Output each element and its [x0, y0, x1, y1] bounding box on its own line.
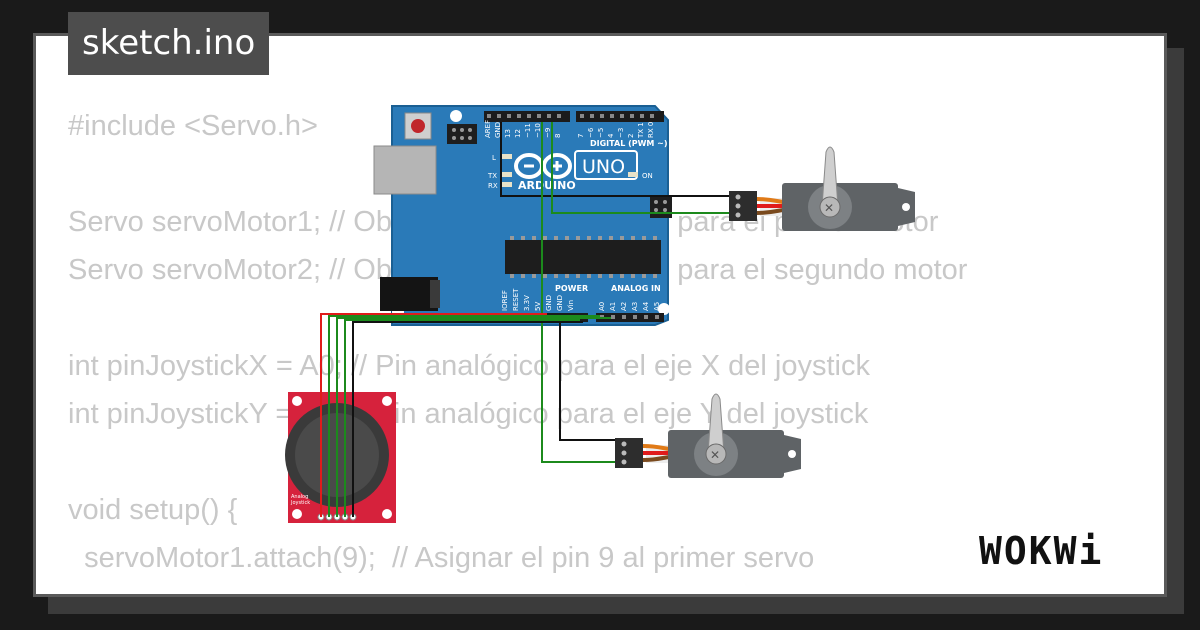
power-pin-label: 3.3V — [523, 295, 531, 311]
digital-pin-label: 7 — [577, 134, 585, 138]
servo-plug — [615, 438, 643, 468]
digital-pin-label: ~3 — [617, 128, 625, 138]
code-line: int pinJoystickX = A0; // Pin analógico … — [68, 350, 870, 382]
code-line: #include <Servo.h> — [68, 110, 318, 142]
wokwi-logo: WOKWi — [979, 529, 1103, 573]
reset-button-cap — [411, 119, 425, 133]
svg-text:✕: ✕ — [824, 201, 834, 215]
power-pin-label: Vin — [567, 300, 575, 311]
power-jack — [380, 277, 438, 311]
on-label: ON — [642, 172, 653, 180]
wire-joystick-gnd — [352, 321, 583, 517]
arduino-logo — [514, 153, 572, 179]
usb-port — [373, 145, 437, 195]
card-shadow-bottom — [48, 592, 1184, 614]
digital-pin-label: TX 1 — [637, 122, 645, 139]
power-pin-label: GND — [545, 295, 553, 311]
digital-header-label: DIGITAL (PWM ~) — [590, 139, 668, 148]
servo-motor-1[interactable]: ✕ — [729, 146, 915, 231]
wire-servo2-signal — [541, 122, 615, 463]
led-on — [628, 172, 638, 177]
wire-joystick-sel — [344, 319, 580, 517]
wire-joystick-vert — [328, 315, 600, 517]
analog-pin-label: A2 — [620, 302, 628, 311]
digital-pin-label: ~9 — [544, 128, 552, 138]
analog-pin-label: A3 — [631, 302, 639, 311]
analog-header-label: ANALOG IN — [611, 284, 661, 293]
icsp-header-right — [650, 196, 672, 218]
digital-pin-label: AREF — [484, 120, 492, 138]
wire-servo1-gnd — [500, 122, 729, 197]
power-pin-label: GND — [556, 295, 564, 311]
led-tx — [502, 172, 512, 177]
analog-pin-label: A0 — [598, 302, 606, 311]
wokwi-logo-text: WOKWi — [979, 529, 1103, 573]
power-jack-end — [430, 280, 440, 308]
servo-plug — [729, 191, 757, 221]
led-label-rx: RX — [488, 182, 498, 190]
atmega-chip — [505, 240, 661, 274]
digital-pin-label: GND — [494, 122, 502, 138]
digital-pin-label: 8 — [554, 134, 562, 138]
analog-pin-label: A4 — [642, 301, 650, 311]
icsp-header — [447, 124, 477, 144]
led-l — [502, 154, 512, 159]
wires — [320, 122, 729, 517]
board-brand: ARDUINO — [518, 179, 576, 192]
analog-pin-label: A5 — [653, 302, 661, 311]
wire-servo1-signal — [551, 122, 729, 214]
joystick-label-1: Analog — [291, 494, 308, 500]
code-line: servoMotor2.attach(10); // Asignar el pi… — [68, 582, 967, 594]
digital-pin-label: ~10 — [534, 123, 542, 138]
power-pin-label: RESET — [512, 288, 520, 311]
wire-joystick-horz — [336, 317, 611, 517]
led-label-tx: TX — [487, 172, 497, 180]
power-pin-label: 5V — [534, 302, 542, 311]
mounting-hole — [658, 303, 670, 315]
servo-horn — [821, 146, 839, 208]
code-line: void setup() { — [68, 494, 238, 526]
servo-motor-2[interactable]: ✕ — [615, 393, 801, 478]
analog-header — [596, 313, 664, 322]
power-pin-label: IOREF — [501, 290, 509, 311]
mounting-hole — [450, 110, 462, 122]
code-line: servoMotor1.attach(9); // Asignar el pin… — [68, 542, 815, 574]
led-rx — [502, 182, 512, 187]
digital-pin-label: 12 — [514, 129, 522, 138]
uno-badge — [574, 150, 638, 180]
joystick-label-2: Joystick — [290, 500, 310, 506]
power-header-label: POWER — [555, 284, 588, 293]
servo-horn — [707, 393, 725, 455]
wire-joystick-vcc — [320, 313, 547, 517]
card-shadow-right — [1167, 48, 1184, 614]
digital-pin-label: RX 0 — [647, 122, 655, 138]
analog-pin-label: A1 — [609, 302, 617, 311]
sketch-title-tab[interactable]: sketch.ino — [68, 12, 270, 75]
digital-pin-label: ~11 — [524, 123, 532, 138]
analog-joystick[interactable]: Analog Joystick — [285, 392, 396, 523]
digital-pin-label: 13 — [504, 129, 512, 138]
svg-text:✕: ✕ — [710, 448, 720, 462]
digital-pin-label: ~6 — [587, 127, 595, 138]
digital-pin-label: 4 — [607, 133, 615, 138]
wire-servo2-gnd — [559, 318, 615, 441]
digital-pin-label: 2 — [627, 134, 635, 138]
led-label-l: L — [492, 154, 496, 162]
digital-pin-label: ~5 — [597, 128, 605, 138]
board-model: UNO — [582, 156, 625, 178]
